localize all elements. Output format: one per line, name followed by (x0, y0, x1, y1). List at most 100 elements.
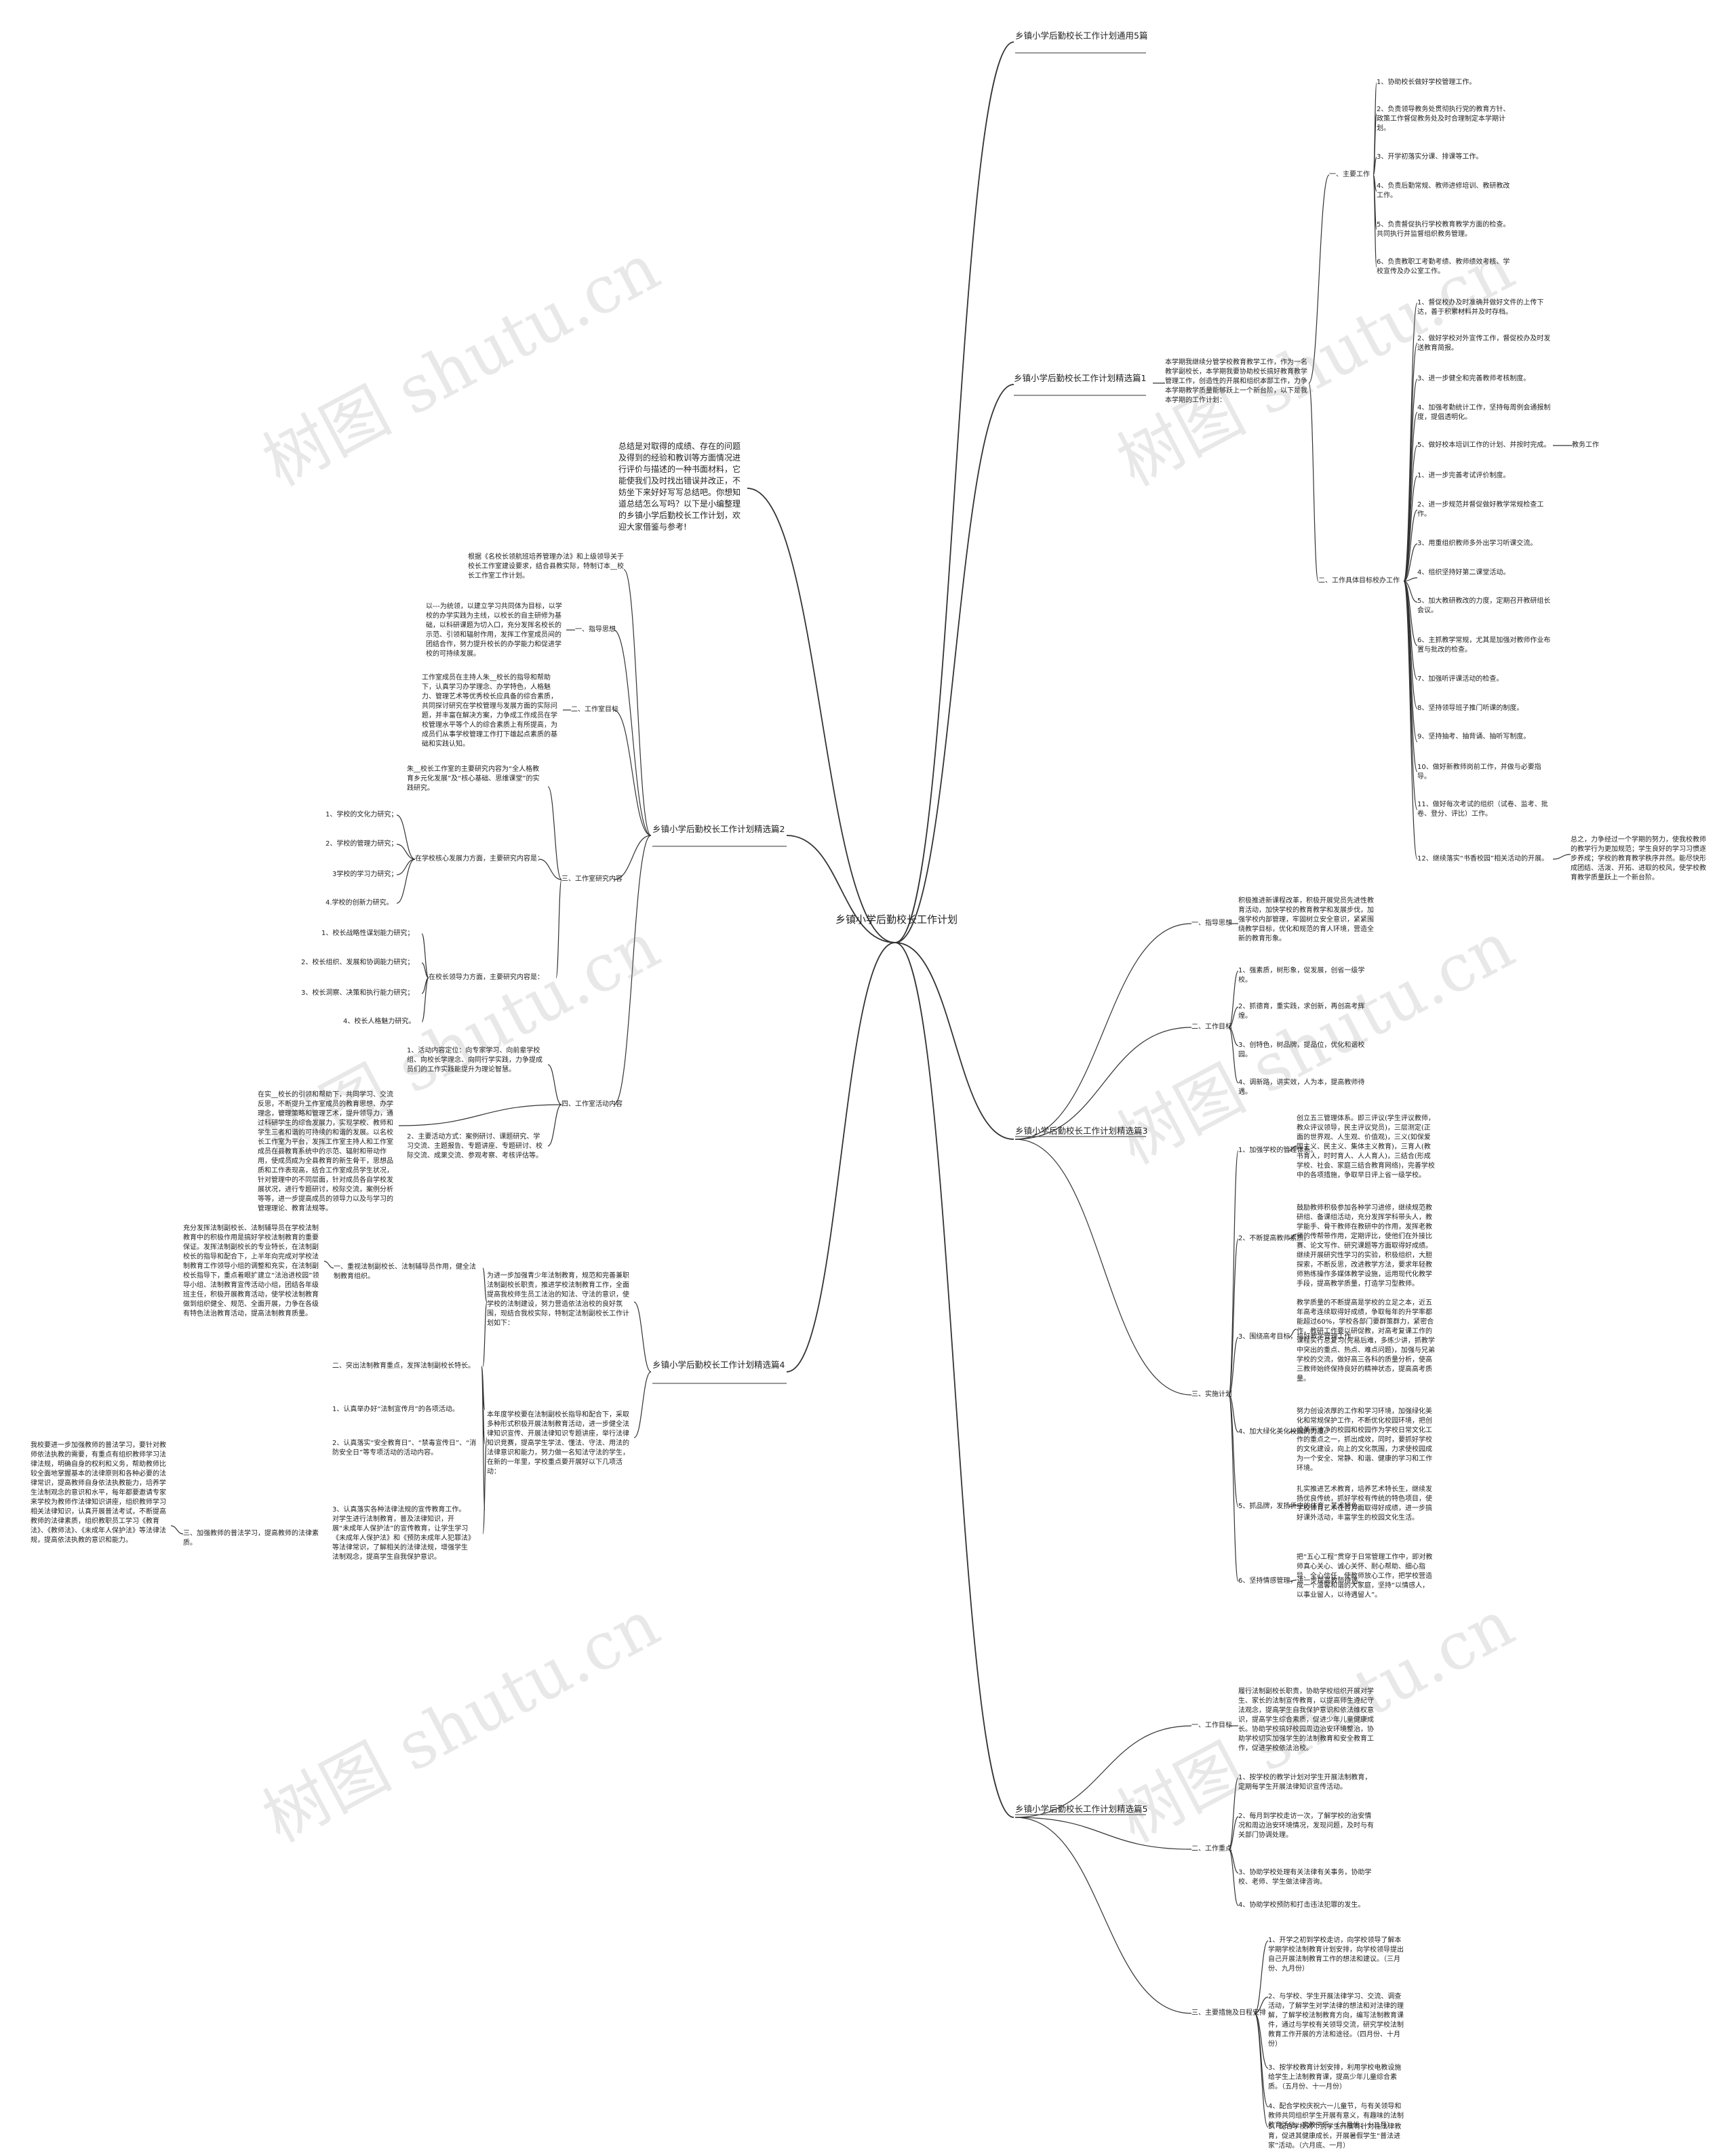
b3-activity-item: 2、主要活动方式：案例研讨、课题研究、学习交流、主题报告、专题讲座、专题研讨、校… (407, 1133, 542, 1160)
b4-plan-detail: 鼓励教师积极参加各种学习进修，继续规范教研组、备课组活动，充分发挥学科带头人，教… (1297, 1204, 1432, 1288)
connector-line (1373, 157, 1377, 176)
b2-item: 4、加强考勤统计工作，坚持每周例会通报制度，提倡透明化。 (1417, 404, 1551, 421)
b4-plan-item[interactable]: 3、围绕高考目标，搞好教学管理工作。 (1238, 1333, 1358, 1341)
b4-plan-item[interactable]: 2、不断提高教师素质。 (1238, 1235, 1311, 1242)
connector-line (1014, 1817, 1192, 2014)
b5-focus-text: 本年度学校要在法制副校长指导和配合下，采取多种形式积极开展法制教育活动，进一步健… (487, 1411, 629, 1476)
connector-line (894, 41, 1014, 943)
b2-item: 10、做好新教师岗前工作，并做与必要指导。 (1417, 764, 1541, 781)
b5-focus-item: 1、认真举办好“法制宣传月”的各项活动。 (332, 1406, 459, 1413)
branch-4[interactable]: 乡镇小学后勤校长工作计划精选篇3 (1015, 1126, 1148, 1136)
b3-leader-item: 4、校长人格魅力研究。 (343, 1018, 416, 1025)
b6-focus-item: 4、协助学校预防和打击违法犯罪的发生。 (1238, 1901, 1365, 1909)
connector-line (894, 942, 1014, 1140)
b3-core-item: 1、学校的文化力研究； (326, 811, 398, 818)
intro-note: 总结是对取得的成绩、存在的问题及得到的经验和教训等方面情况进行评价与描述的一种书… (618, 441, 741, 532)
connector-line (482, 1437, 488, 1535)
b2-item: 5、做好校本培训工作的计划、并按时完成。 (1417, 441, 1551, 449)
connector-line (623, 569, 652, 836)
b4-plan-item[interactable]: 1、加强学校的管理体系。 (1238, 1147, 1318, 1154)
branch-5[interactable]: 乡镇小学后勤校长工作计划精选篇4 (652, 1360, 785, 1370)
b4-plan-detail: 扎实推进艺术教育，培养艺术特长生，继续发扬优良传统，抓好学校有传统的特色项目，使… (1297, 1486, 1432, 1522)
b4-plan-detail: 创立五三管理体系。即三评议(学生评议教师，教众评议领导，民主评议党员)，三层测定… (1297, 1115, 1435, 1179)
connector-line (613, 835, 652, 1105)
b6-measures[interactable]: 三、主要措施及日程安排 (1191, 2009, 1266, 2017)
branch-3[interactable]: 乡镇小学后勤校长工作计划精选篇2 (652, 824, 785, 834)
connector-line (1228, 1027, 1239, 1084)
connector-line (1403, 577, 1418, 582)
connector-line (1254, 2013, 1269, 2069)
b3-core-item: 4.学校的创新力研究。 (326, 899, 393, 907)
connector-line (1288, 1234, 1297, 1240)
b5-teacher[interactable]: 三、加强教师的普法学习，提高教师的法律素质。 (183, 1530, 319, 1547)
connector-line (894, 942, 1014, 1818)
connector-line (1288, 1145, 1297, 1151)
connector-line (482, 1301, 488, 1367)
b2-item: 12、继续落实“书香校园”相关活动的开展。 (1417, 855, 1549, 863)
b2-item: 1、协助校长做好学校管理工作。 (1377, 79, 1476, 86)
b3-activities[interactable]: 四、工作室活动内容 (561, 1101, 623, 1108)
connector-line (421, 962, 429, 979)
b4-goal[interactable]: 二、工作目标 (1191, 1023, 1232, 1031)
connector-line (633, 1301, 652, 1373)
b4-goal-item: 4、调新路，讲实效，人为本，提高教师待遇。 (1238, 1079, 1365, 1096)
connector-line (633, 1371, 652, 1438)
b6-focus-item: 1、按学校的教学计划对学生开展法制教育，定期每学生开展法律知识宣传活动。 (1238, 1774, 1372, 1791)
connector-line (1403, 580, 1418, 860)
b2-main-work[interactable]: 一、主要工作 (1329, 171, 1370, 178)
b4-goal-item: 3、创特色，树品牌，提品位，优化和谐校园。 (1238, 1042, 1365, 1059)
b6-measure-item: 2、与学校、学生开展法律学习、交流、调查活动，了解学生对学法律的想法和对法律的理… (1268, 1993, 1404, 2048)
b3-group-core[interactable]: 在学校核心发展力方面，主要研究内容是： (415, 855, 544, 863)
root-topic[interactable]: 乡镇小学后勤校长工作计划 (835, 913, 958, 926)
b3-leader-item: 2、校长组织、发展和协调能力研究； (301, 959, 414, 966)
connector-line (396, 859, 416, 904)
b6-goal-text: 履行法制副校长职责，协助学校组织开展对学生、家长的法制宣传教育，以提高师生遵纪守… (1238, 1688, 1374, 1752)
b4-plan-item[interactable]: 4、加大绿化美化校园的力度。 (1238, 1428, 1331, 1436)
connector-line (1228, 1816, 1239, 1850)
connector-line (1228, 970, 1239, 1028)
branch-1[interactable]: 乡镇小学后勤校长工作计划通用5篇 (1015, 31, 1148, 41)
connector-line (1403, 475, 1418, 582)
connector-line (894, 384, 1014, 943)
b4-guiding[interactable]: 一、指导思想 (1191, 920, 1232, 927)
connector-line (323, 1261, 334, 1269)
connector-line (1014, 923, 1192, 1140)
branch-6[interactable]: 乡镇小学后勤校长工作计划精选篇5 (1015, 1804, 1148, 1814)
b2-item: 6、主抓教学常规，尤其是加强对教师作业布置与批改的检查。 (1417, 637, 1551, 654)
b4-plan-detail: 把“五心工程”贯穿于日常管理工作中，即对教师真心关心、诚心关怀、耐心帮助、细心指… (1297, 1554, 1433, 1599)
b2-item: 2、做好学校对外宣传工作，督促校办及时发送教育简报。 (1417, 335, 1551, 352)
connector-line (396, 859, 416, 875)
connector-line (786, 835, 896, 943)
b3-goal[interactable]: 二、工作室目标 (571, 706, 618, 713)
b2-summary: 总之，力争经过一个学期的努力，使我校教师的教学行为更加规范；学生良好的学习习惯逐… (1571, 836, 1706, 882)
b4-plan-item[interactable]: 6、坚持情感管理，进一步提高教师待遇。 (1238, 1577, 1365, 1585)
b6-focus-item: 3、协助学校处理有关法律有关事务，协助学校、老师、学生做法律咨询。 (1238, 1869, 1372, 1886)
b5-focus-item: 2、认真落实“安全教育日”、“禁毒宣传日”、“消防安全日”等专项活动的活动内容。 (332, 1440, 477, 1457)
b2-teaching-work[interactable]: 教务工作 (1572, 441, 1599, 449)
b2-item: 4、负责后勤常规、教师进修培训、教研教改工作。 (1377, 182, 1510, 199)
b6-goal[interactable]: 一、工作目标 (1191, 1722, 1232, 1729)
b6-measure-item: 1、开学之初到学校走访，向学校领导了解本学期学校法制教育计划安排，向学校领导提出… (1268, 1937, 1404, 1973)
connector-line (1014, 1139, 1192, 1396)
b4-plan-detail: 努力创设浓厚的工作和学习环境，加强绿化美化和常规保护工作，不断优化校园环境，把创… (1297, 1408, 1432, 1472)
b5-org[interactable]: 一、重视法制副校长、法制辅导员作用，健全法制教育组织。 (334, 1263, 476, 1280)
connector-line (786, 942, 896, 1373)
b6-focus[interactable]: 二、工作重点 (1191, 1845, 1232, 1853)
branch-2[interactable]: 乡镇小学后勤校长工作计划精选篇1 (1014, 373, 1147, 383)
b4-plan-item[interactable]: 5、抓品牌，发扬侨中的体育、艺术特色。 (1238, 1503, 1365, 1510)
connector-line (1014, 1817, 1192, 1850)
b6-measure-item: 4、配合学校庆祝六一儿童节，与有关领导和教师共同组织学生开展有意义，有趣味的法制… (1268, 2103, 1404, 2129)
b5-org-text: 充分发挥法制副校长、法制辅导员在学校法制教育中的积极作用是搞好学校法制教育的重要… (183, 1225, 319, 1318)
b2-office-work[interactable]: 二、工作具体目标校办工作 (1318, 577, 1400, 585)
b3-activity-text: 在实__校长的引领和帮助下，共同学习、交流反思，不断提升工作室成员的教育思想、办… (258, 1091, 393, 1212)
connector-line (481, 1366, 486, 1511)
b5-focus[interactable]: 二、突出法制教育重点，发挥法制副校长特长。 (332, 1362, 475, 1370)
b4-plan[interactable]: 三、实施计划 (1191, 1391, 1232, 1398)
b3-research[interactable]: 三、工作室研究内容 (561, 875, 623, 883)
b2-item: 3、进一步健全和完善教师考核制度。 (1417, 375, 1531, 382)
connector-line (555, 879, 562, 979)
connector-line (1403, 509, 1418, 582)
b3-guiding[interactable]: 一、指导思想 (575, 626, 616, 633)
b3-group-leader[interactable]: 在校长领导力方面，主要研究内容是： (429, 974, 544, 981)
